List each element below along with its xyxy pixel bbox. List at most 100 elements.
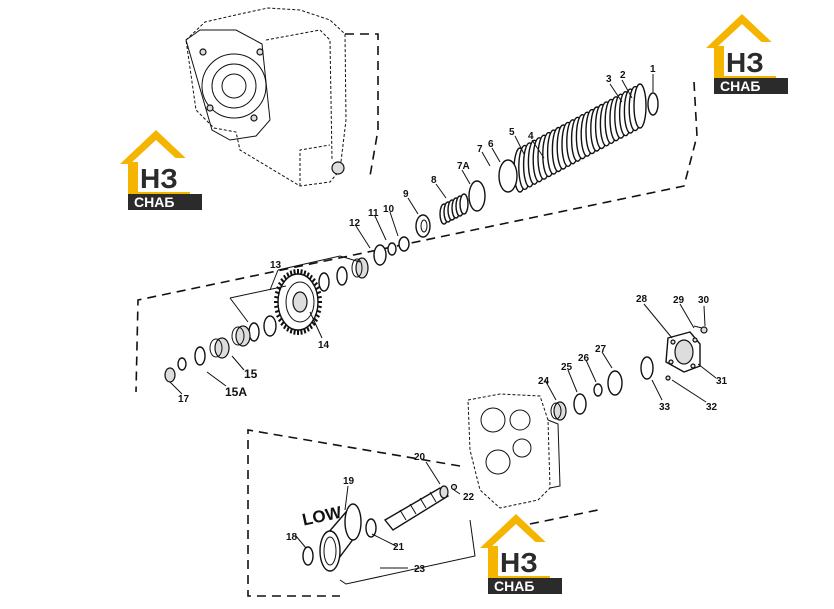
logo-text: СНАБ (720, 78, 760, 94)
gear-tooth (274, 309, 280, 314)
callout-18: 18 (286, 532, 298, 543)
callout-2: 2 (620, 70, 626, 81)
callout-29: 29 (673, 295, 685, 306)
callout-20: 20 (414, 452, 426, 463)
callout-1: 1 (650, 64, 656, 75)
ring-13e (248, 322, 260, 342)
gear-14 (274, 269, 322, 335)
callout-12: 12 (349, 218, 361, 229)
callout-9: 9 (403, 189, 409, 200)
ring-12 (373, 244, 387, 266)
gear-tooth (306, 272, 310, 278)
brand-logo-top-right: НЗ СНАБ (706, 14, 788, 94)
gear-tooth (317, 305, 322, 309)
gear-tooth (315, 313, 320, 318)
gear-tooth (300, 269, 303, 275)
callout-25: 25 (561, 362, 573, 373)
callout-labels: 1 2 3 4 5 6 7 7A 8 9 10 11 12 13 14 15 1… (178, 64, 728, 575)
callout-17: 17 (178, 394, 190, 405)
gear-tooth (280, 278, 285, 283)
o-ring-33 (640, 356, 654, 380)
gear-tooth (316, 290, 322, 295)
transmission-housing (185, 7, 347, 187)
callout-10: 10 (383, 204, 395, 215)
logo-text: СНАБ (134, 194, 174, 210)
ring-15a (194, 346, 206, 366)
ring-18 (302, 546, 314, 566)
callout-15a: 15A (225, 385, 247, 399)
clutch-plate (633, 83, 647, 129)
nut-17 (164, 367, 176, 383)
callout-24: 24 (538, 376, 550, 387)
logo-roof-shape (480, 514, 552, 548)
drum-19 (319, 503, 362, 572)
callout-5: 5 (509, 127, 515, 138)
callout-21: 21 (393, 542, 405, 553)
callout-32: 32 (706, 402, 718, 413)
bearing-15b (209, 337, 230, 359)
gear-tooth (313, 317, 319, 323)
callout-30: 30 (698, 295, 710, 306)
callout-33: 33 (659, 402, 671, 413)
gear-tooth (308, 274, 313, 280)
gear-tooth (289, 270, 293, 276)
gear-tooth (274, 295, 279, 299)
plug-32 (665, 375, 671, 381)
end-cap-28 (665, 331, 701, 373)
clutch-plate-stack (513, 83, 647, 193)
spring-8 (439, 193, 469, 225)
output-shaft-20 (383, 485, 450, 531)
bolt-29 (693, 325, 708, 334)
ring-13b (336, 266, 348, 286)
ring-25 (573, 393, 587, 415)
gear-tooth (283, 274, 288, 280)
bearing-24 (550, 401, 567, 421)
gear-tooth (276, 313, 281, 318)
brand-logo-left: НЗ СНАБ (120, 130, 202, 210)
bearing-10 (398, 236, 410, 252)
callout-4: 4 (528, 131, 534, 142)
callout-14: 14 (318, 340, 330, 351)
gear-tooth (303, 328, 307, 334)
brand-logo-bottom: НЗ СНАБ (480, 514, 562, 594)
callout-8: 8 (431, 175, 437, 186)
leader-lines (169, 74, 717, 585)
ring-21 (365, 518, 377, 538)
ring-9 (415, 214, 431, 238)
callout-7: 7 (477, 144, 483, 155)
gear-tooth (316, 309, 322, 314)
callout-13: 13 (270, 260, 282, 271)
callout-7a: 7A (457, 161, 470, 172)
gear-tooth (277, 281, 283, 287)
assembly-boundary-lines (135, 33, 698, 597)
gear-tooth (306, 326, 310, 332)
logo-mark: НЗ (140, 163, 178, 194)
logo-text: СНАБ (494, 578, 534, 594)
gear-tooth (315, 286, 320, 291)
callout-3: 3 (606, 74, 612, 85)
ring-11 (387, 242, 397, 256)
gear-tooth (286, 326, 290, 332)
ring-26 (593, 383, 603, 397)
logo-mark: НЗ (726, 47, 764, 78)
ring-17a (177, 357, 187, 371)
gear-tooth (317, 295, 322, 299)
logo-roof-shape (706, 14, 778, 48)
gear-tooth (311, 321, 316, 326)
callout-11: 11 (368, 208, 379, 219)
bearing-15 (231, 325, 251, 347)
logo-mark: НЗ (500, 547, 538, 578)
callout-23: 23 (414, 564, 426, 575)
bearing-13a (351, 257, 369, 279)
gear-tooth (277, 317, 283, 323)
gear-tooth (293, 269, 296, 275)
gear-tooth (300, 329, 303, 335)
callout-22: 22 (463, 492, 475, 503)
ring-7a (468, 180, 486, 212)
callout-6: 6 (488, 139, 494, 150)
spring-coil (459, 193, 469, 215)
ring-13c (318, 272, 330, 292)
gear-tooth (280, 321, 285, 326)
callout-19: 19 (343, 476, 355, 487)
